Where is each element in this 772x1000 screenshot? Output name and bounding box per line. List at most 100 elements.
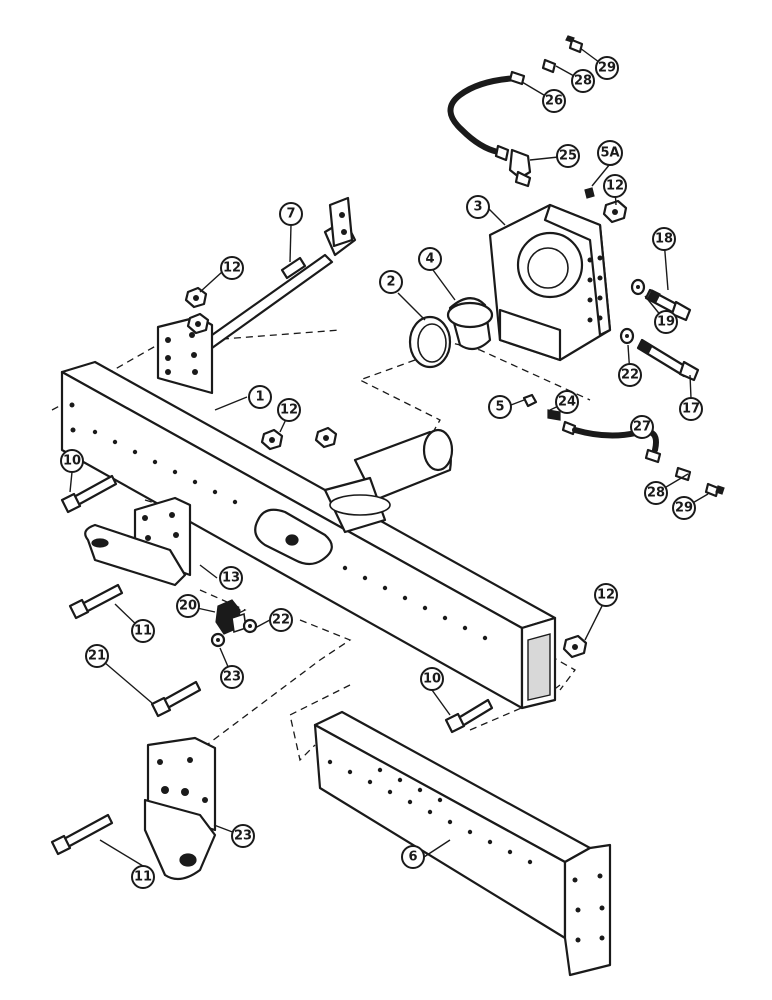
svg-text:5: 5: [495, 400, 504, 415]
svg-text:17: 17: [682, 402, 700, 417]
svg-text:12: 12: [606, 179, 624, 194]
callout-26: 26: [542, 89, 566, 113]
callout-24: 24: [555, 390, 579, 414]
svg-text:7: 7: [286, 207, 295, 222]
nut-right: [562, 634, 588, 659]
callout-20: 20: [176, 594, 200, 618]
callout-17: 17: [679, 397, 703, 421]
svg-text:21: 21: [88, 649, 106, 664]
callout-25: 25: [556, 144, 580, 168]
svg-text:24: 24: [558, 395, 576, 410]
bolt-17: [636, 338, 700, 382]
washer-19: [630, 278, 646, 296]
svg-text:23: 23: [223, 670, 241, 685]
callout-3: 3: [466, 195, 490, 219]
callout-21: 21: [85, 644, 109, 668]
nut-pair-upper: [184, 286, 210, 335]
svg-text:25: 25: [559, 149, 577, 164]
main-crossbar: [60, 360, 557, 710]
callout-5a: 5A: [597, 140, 623, 166]
clip-20: [215, 599, 247, 635]
fitting-28-upper: [541, 58, 557, 74]
callouts: 1 2 3 4 5 5A 6 7 10 10 11 11 12 12 12 12…: [60, 56, 703, 889]
callout-28-upper: 28: [571, 69, 595, 93]
grease-fitting-5a: [584, 187, 595, 199]
callout-22-upper: 22: [618, 363, 642, 387]
callout-23-bracket: 23: [231, 824, 255, 848]
svg-text:11: 11: [134, 870, 152, 885]
callout-28-lower: 28: [644, 481, 668, 505]
seal-ring: [408, 315, 452, 369]
callout-27: 27: [630, 415, 654, 439]
svg-text:13: 13: [222, 571, 240, 586]
callout-19: 19: [654, 310, 678, 334]
callout-23-washer: 23: [220, 665, 244, 689]
elbow-fitting-25: [508, 148, 532, 188]
svg-text:5A: 5A: [600, 146, 619, 161]
callout-2: 2: [379, 270, 403, 294]
svg-text:12: 12: [223, 261, 241, 276]
callout-10-upper: 10: [60, 449, 84, 473]
svg-text:6: 6: [408, 850, 417, 865]
callout-12-right: 12: [594, 583, 618, 607]
svg-text:28: 28: [574, 74, 592, 89]
center-spindle: [323, 428, 454, 534]
callout-4: 4: [418, 247, 442, 271]
pivot-housing: [488, 203, 612, 362]
svg-text:22: 22: [621, 368, 639, 383]
callout-6: 6: [401, 845, 425, 869]
callout-10-lower: 10: [420, 667, 444, 691]
callout-18: 18: [652, 227, 676, 251]
callout-7: 7: [279, 202, 303, 226]
callout-29-lower: 29: [672, 496, 696, 520]
callout-11-upper: 11: [131, 619, 155, 643]
callout-12-housing: 12: [603, 174, 627, 198]
bolt-11-lower: [50, 813, 114, 856]
callout-13: 13: [219, 566, 243, 590]
svg-text:10: 10: [63, 454, 81, 469]
callout-1: 1: [248, 385, 272, 409]
svg-text:12: 12: [597, 588, 615, 603]
svg-text:29: 29: [675, 501, 693, 516]
svg-text:3: 3: [473, 200, 482, 215]
hose-26: [447, 70, 526, 162]
svg-text:10: 10: [423, 672, 441, 687]
washer-22-upper: [619, 327, 635, 345]
housing-nut: [602, 199, 628, 224]
callout-29-upper: 29: [595, 56, 619, 80]
bolt-10-upper: [60, 474, 118, 514]
drawbar-bracket-23: [143, 736, 217, 881]
fitting-28-lower: [674, 466, 692, 482]
bolt-11-upper: [68, 583, 124, 620]
svg-text:2: 2: [386, 275, 395, 290]
nut-pair-lower: [260, 426, 338, 451]
fitting-24: [547, 409, 561, 421]
svg-text:1: 1: [255, 390, 264, 405]
callout-12-rod: 12: [220, 256, 244, 280]
svg-text:23: 23: [234, 829, 252, 844]
washer-22-lower: [242, 618, 258, 634]
bolt-10-lower: [444, 698, 494, 734]
washer-23: [210, 632, 226, 648]
bolt-21: [150, 680, 202, 718]
svg-text:18: 18: [655, 232, 673, 247]
svg-text:20: 20: [179, 599, 197, 614]
callout-12-crossbar: 12: [277, 398, 301, 422]
svg-text:19: 19: [657, 315, 675, 330]
adjustable-rod: [156, 196, 357, 395]
svg-text:28: 28: [647, 486, 665, 501]
extension-bar-6: [313, 710, 612, 977]
bushing: [446, 297, 494, 351]
cap-29-upper: [565, 35, 584, 54]
grease-fitting-5: [522, 393, 538, 408]
svg-text:26: 26: [545, 94, 563, 109]
svg-text:4: 4: [425, 252, 434, 267]
callout-5: 5: [488, 395, 512, 419]
svg-text:11: 11: [134, 624, 152, 639]
svg-text:29: 29: [598, 61, 616, 76]
callout-11-lower: 11: [131, 865, 155, 889]
callout-22-lower: 22: [269, 608, 293, 632]
drawbar-bracket-13: [84, 496, 192, 587]
bolt-18: [644, 288, 692, 322]
